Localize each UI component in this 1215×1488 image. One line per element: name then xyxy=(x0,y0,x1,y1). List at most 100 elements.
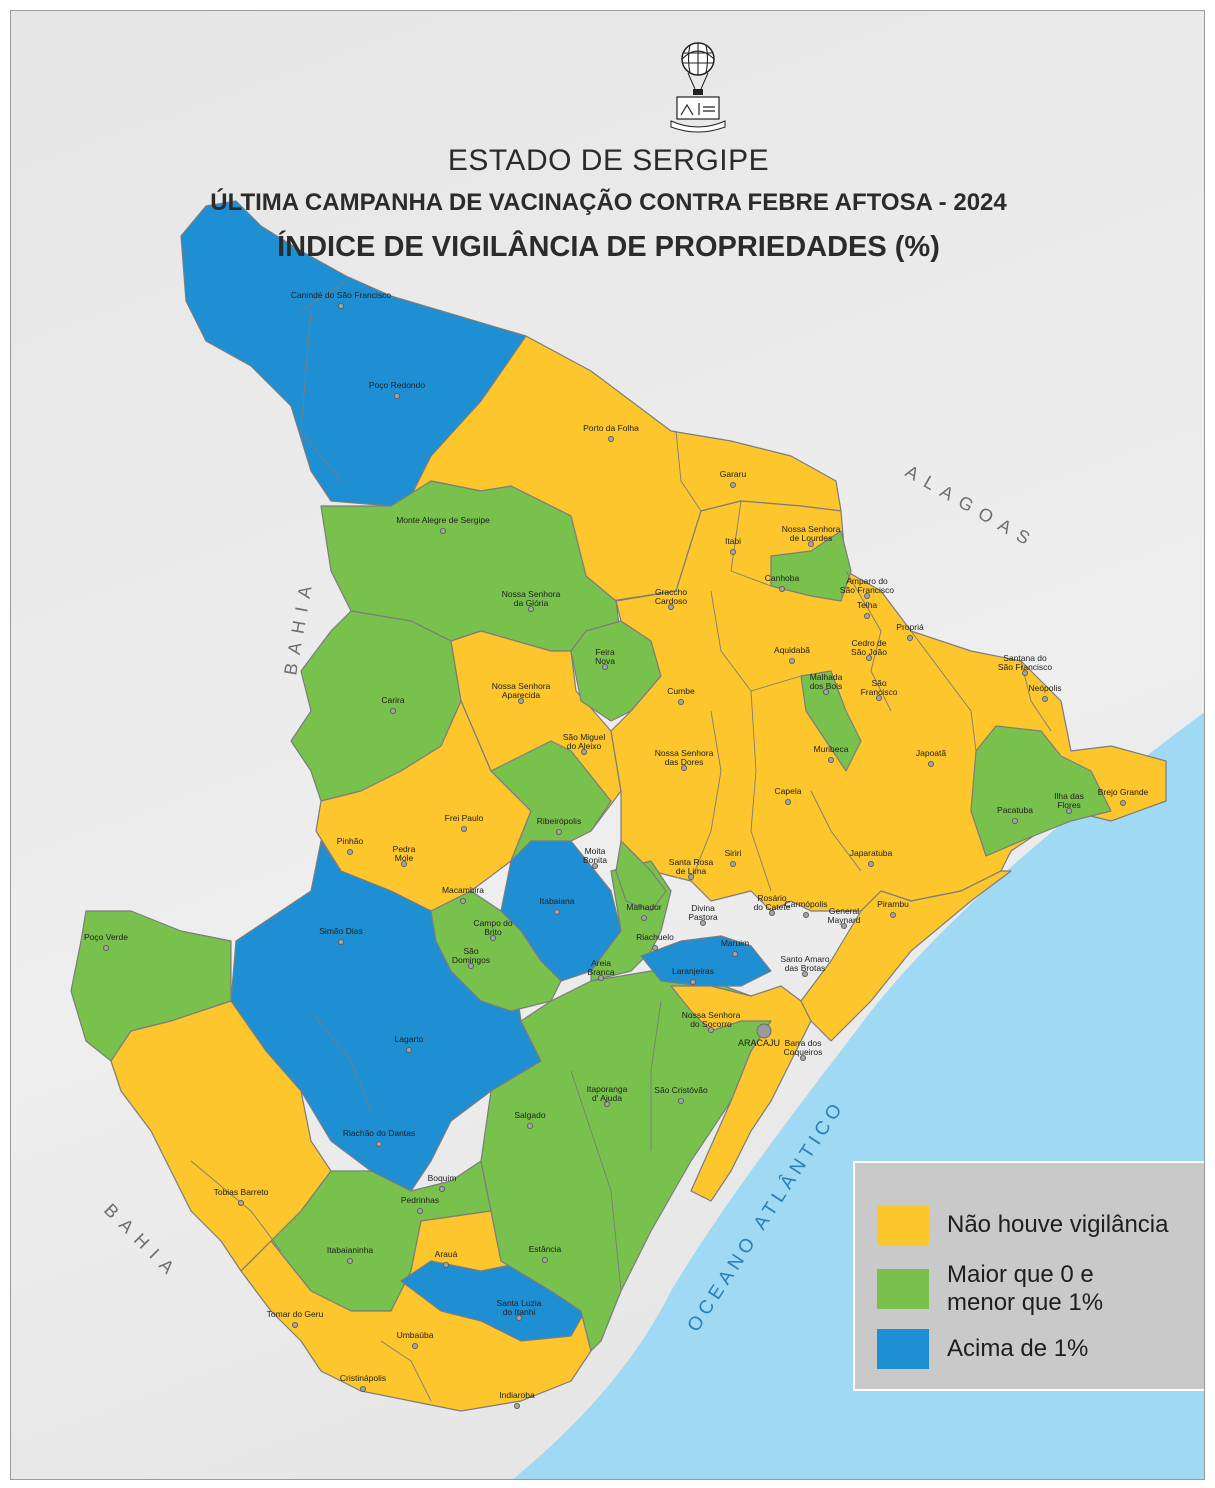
municipality-marker-araua xyxy=(442,1262,449,1269)
municipality-label-tomar-do-geru: Tomar do Geru xyxy=(267,1309,324,1319)
municipality-marker-moita-bonita xyxy=(592,863,599,870)
municipality-label-propria: Propriá xyxy=(896,622,924,632)
municipality-label-tobias-barreto: Tobias Barreto xyxy=(214,1187,269,1197)
municipality-marker-estancia xyxy=(542,1257,549,1264)
municipality-label-brejo-grande: Brejo Grande xyxy=(1098,787,1149,797)
municipality-label-pedrinhas: Pedrinhas xyxy=(401,1195,439,1205)
municipality-marker-itabaianinha xyxy=(346,1258,353,1265)
municipality-label-japoata: Japoatã xyxy=(916,748,947,758)
municipality-marker-riachuelo xyxy=(652,945,659,952)
municipality-marker-malhada-dos-bois xyxy=(823,689,830,696)
municipality-marker-amparo-do-sao-francisco xyxy=(864,593,871,600)
municipality-marker-pacatuba xyxy=(1012,818,1019,825)
municipality-marker-tomar-do-geru xyxy=(291,1322,298,1329)
municipality-label-neopolis: Neópolis xyxy=(1028,683,1061,693)
municipality-label-carira: Carira xyxy=(381,695,404,705)
municipality-marker-aquidaba xyxy=(789,658,796,665)
legend-swatch-none xyxy=(877,1205,929,1245)
municipality-label-siriri: Siriri xyxy=(725,848,742,858)
municipality-label-monte-alegre-de-sergipe: Monte Alegre de Sergipe xyxy=(396,515,490,525)
municipality-label-capela: Capela xyxy=(775,786,802,796)
municipality-marker-sao-francisco xyxy=(876,695,883,702)
municipality-marker-brejo-grande xyxy=(1120,800,1127,807)
municipality-marker-japaratuba xyxy=(868,861,875,868)
municipality-marker-umbauba xyxy=(411,1343,418,1350)
municipality-marker-poco-redondo xyxy=(393,392,400,399)
legend-item-none: Não houve vigilância xyxy=(877,1205,1197,1245)
municipality-marker-simao-dias xyxy=(337,939,344,946)
page-subtitle: ÚLTIMA CAMPANHA DE VACINAÇÃO CONTRA FEBR… xyxy=(210,189,1007,216)
region-label-alagoas: ALAGOAS xyxy=(902,461,1041,553)
municipality-marker-macambira xyxy=(459,898,466,905)
municipality-label-muribeca: Muribeca xyxy=(814,744,849,754)
municipality-label-gararu: Gararu xyxy=(720,469,747,479)
municipality-label-umbauba: Umbaúba xyxy=(397,1330,434,1340)
region-campo-brito xyxy=(430,890,562,1012)
capital-label: ARACAJU xyxy=(738,1038,780,1048)
municipality-marker-pirambu xyxy=(890,912,897,919)
municipality-marker-areia-branca xyxy=(598,975,605,982)
municipality-marker-capela xyxy=(785,799,792,806)
municipality-marker-cristinapolis xyxy=(359,1386,366,1393)
municipality-marker-caninde-do-sao-francisco xyxy=(337,302,344,309)
municipality-marker-nossa-senhora-aparecida xyxy=(517,698,524,705)
municipality-marker-nossa-senhora-do-socorro xyxy=(708,1027,715,1034)
municipality-label-malhador: Malhador xyxy=(626,902,662,912)
municipality-marker-poco-verde xyxy=(103,945,110,952)
municipality-marker-campo-do-brito xyxy=(489,935,496,942)
municipality-marker-riachao-do-dantas xyxy=(375,1141,382,1148)
municipality-marker-itabaiana xyxy=(554,909,561,916)
municipality-label-estancia: Estância xyxy=(529,1244,562,1254)
municipality-label-aquidaba: Aquidabã xyxy=(774,645,810,655)
municipality-marker-sao-cristovao xyxy=(678,1098,685,1105)
municipality-label-simao-dias: Simão Dias xyxy=(319,926,362,936)
region-muribeca xyxy=(800,670,862,772)
municipality-label-frei-paulo: Frei Paulo xyxy=(445,813,484,823)
municipality-label-ribeiropolis: Ribeirópolis xyxy=(537,816,581,826)
region-canhoba xyxy=(770,530,852,602)
municipality-label-araua: Arauá xyxy=(435,1249,458,1259)
municipality-label-cumbe: Cumbe xyxy=(667,686,695,696)
municipality-marker-sao-miguel-do-aleixo xyxy=(581,749,588,756)
municipality-label-riachao-do-dantas: Riachão do Dantas xyxy=(343,1128,415,1138)
municipality-marker-laranjeiras xyxy=(690,979,697,986)
municipality-marker-gracho-cardoso xyxy=(668,604,675,611)
municipality-label-pirambu: Pirambu xyxy=(877,899,909,909)
legend-swatch-high xyxy=(877,1329,929,1369)
municipality-marker-lagarto xyxy=(405,1047,412,1054)
municipality-label-sao-cristovao: São Cristóvão xyxy=(654,1085,708,1095)
region-pacatuba xyxy=(970,725,1112,857)
legend-item-low: Maior que 0 e menor que 1% xyxy=(877,1261,1137,1317)
municipality-marker-itabi xyxy=(730,549,737,556)
municipality-marker-general-maynard xyxy=(841,923,848,930)
municipality-marker-santana-do-sao-francisco xyxy=(1022,670,1029,677)
municipality-marker-siriri xyxy=(730,861,737,868)
municipality-label-pinhao: Pinhão xyxy=(337,836,364,846)
municipality-label-macambira: Macambira xyxy=(442,885,484,895)
municipality-label-japaratuba: Japaratuba xyxy=(850,848,893,858)
capital-marker xyxy=(756,1023,772,1039)
municipality-label-porto-da-folha: Porto da Folha xyxy=(583,423,639,433)
municipality-marker-santo-amaro-das-brotas xyxy=(802,971,809,978)
municipality-label-laranjeiras: Laranjeiras xyxy=(672,966,714,976)
municipality-marker-pinhao xyxy=(346,849,353,856)
municipality-marker-monte-alegre-de-sergipe xyxy=(439,528,446,535)
